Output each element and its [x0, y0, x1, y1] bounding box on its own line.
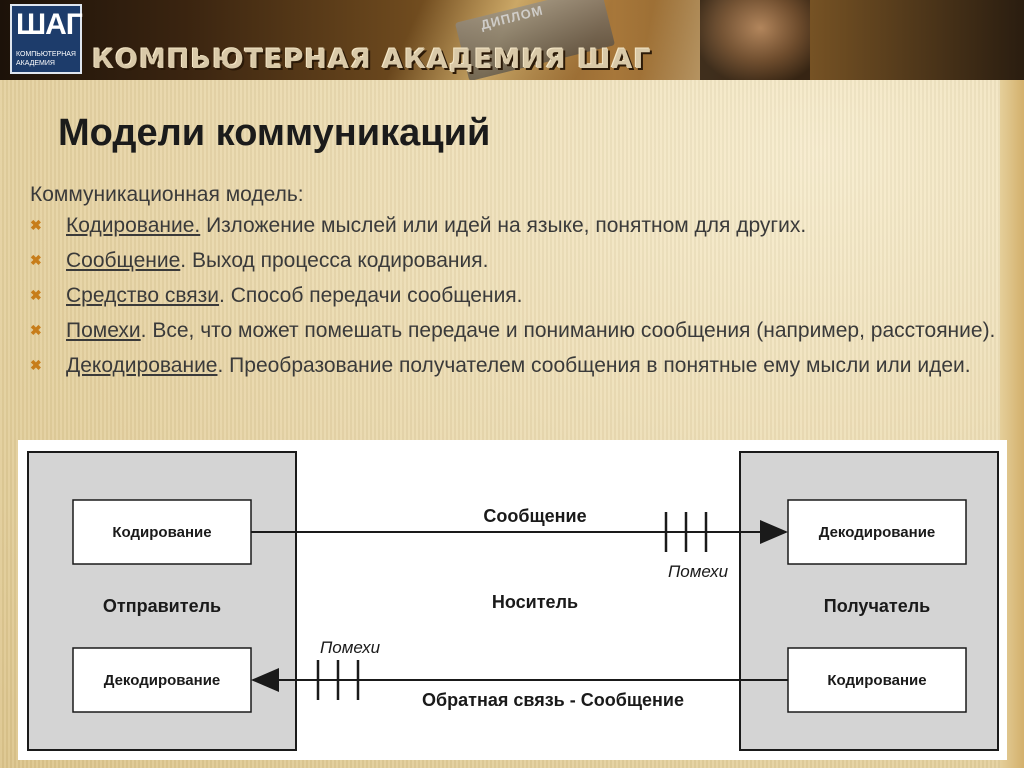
definition: Способ передачи сообщения.: [224, 284, 523, 307]
communication-diagram: Кодирование Декодирование Декодирование …: [18, 440, 1007, 760]
receiver-encode-box: [787, 647, 967, 713]
medium-label: Носитель: [492, 592, 578, 612]
list-item: ✖ Сообщение. Выход процесса кодирования.: [30, 246, 1005, 275]
top-noise-label: Помехи: [668, 562, 729, 581]
brand-name: КОМПЬЮТЕРНАЯ АКАДЕМИЯ ШАГ: [92, 44, 652, 75]
list-item: ✖ Кодирование. Изложение мыслей или идей…: [30, 211, 1005, 240]
definition: Все, что может помешать передаче и поним…: [146, 319, 996, 342]
list-item: ✖ Средство связи. Способ передачи сообще…: [30, 281, 1005, 310]
logo-subtitle-line1: КОМПЬЮТЕРНАЯ: [16, 51, 76, 58]
separator: .: [140, 319, 147, 342]
list-item: ✖ Декодирование. Преобразование получате…: [30, 351, 1005, 380]
term: Помехи: [66, 319, 141, 342]
logo-subtitle: КОМПЬЮТЕРНАЯ АКАДЕМИЯ: [16, 50, 76, 68]
separator: .: [219, 284, 225, 307]
sender-decode-label: Декодирование: [104, 672, 221, 689]
logo-text: ШАГ: [16, 8, 83, 41]
separator: .: [217, 354, 224, 377]
header-banner: ДИПЛОМ ШАГ КОМПЬЮТЕРНАЯ АКАДЕМИЯ КОМПЬЮТ…: [0, 0, 1024, 80]
term: Кодирование.: [66, 214, 201, 237]
receiver-decode-label: Декодирование: [819, 524, 936, 541]
x-mark-icon: ✖: [30, 252, 42, 268]
x-mark-icon: ✖: [30, 217, 42, 233]
sender-decode-box: [72, 647, 252, 713]
logo-subtitle-line2: АКАДЕМИЯ: [16, 60, 55, 67]
message-label: Сообщение: [483, 506, 586, 526]
sender-label: Отправитель: [103, 596, 221, 616]
slide-content: Коммуникационная модель: ✖ Кодирование. …: [30, 180, 1005, 386]
term: Сообщение: [66, 249, 181, 272]
receiver-label: Получатель: [824, 596, 930, 616]
definition: Преобразование получателем сообщения в п…: [223, 354, 971, 377]
feedback-label: Обратная связь - Сообщение: [422, 690, 684, 710]
separator: .: [180, 249, 187, 272]
term: Декодирование: [66, 354, 218, 377]
receiver-encode-label: Кодирование: [827, 672, 926, 689]
intro-text: Коммуникационная модель:: [30, 183, 304, 206]
bottom-noise-label: Помехи: [320, 638, 381, 657]
definition: Выход процесса кодирования.: [186, 249, 489, 272]
list-item: ✖ Помехи. Все, что может помешать переда…: [30, 316, 1005, 345]
term: Средство связи: [66, 284, 220, 307]
sender-encode-label: Кодирование: [112, 524, 211, 541]
slide-title: Модели коммуникаций: [58, 112, 491, 154]
x-mark-icon: ✖: [30, 287, 42, 303]
receiver-decode-box: [787, 499, 967, 565]
definition: Изложение мыслей или идей на языке, поня…: [200, 214, 807, 237]
bullet-list: ✖ Кодирование. Изложение мыслей или идей…: [30, 211, 1005, 380]
x-mark-icon: ✖: [30, 322, 42, 338]
sender-encode-box: [72, 499, 252, 565]
person-photo: [700, 0, 810, 80]
x-mark-icon: ✖: [30, 357, 42, 373]
diagram-svg: Кодирование Декодирование Декодирование …: [27, 451, 999, 751]
academy-logo: ШАГ КОМПЬЮТЕРНАЯ АКАДЕМИЯ: [10, 4, 83, 74]
